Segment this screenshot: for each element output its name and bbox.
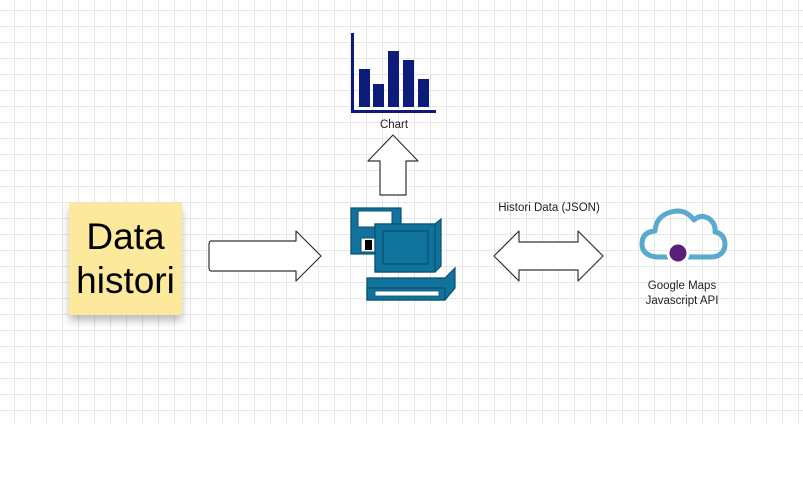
arrow-bidirectional-shape[interactable] — [492, 228, 606, 286]
chart-label: Chart — [379, 119, 409, 131]
computer-icon[interactable] — [349, 206, 459, 306]
arrow-up-shape[interactable] — [366, 134, 420, 198]
data-histori-note[interactable]: Data histori — [69, 203, 182, 315]
monitor-screen — [382, 230, 429, 265]
chart-bar-4 — [403, 60, 414, 107]
api-label-line-1: Google Maps — [647, 280, 717, 292]
chart-axis-vertical — [351, 33, 354, 113]
chart-axis-horizontal — [351, 110, 436, 113]
arrow-right-shape[interactable] — [208, 229, 324, 285]
chart-bar-3 — [388, 51, 399, 107]
api-label: Google Maps Javascript API — [630, 279, 734, 309]
chart-bar-1 — [359, 69, 370, 107]
connection-label: Histori Data (JSON) — [498, 202, 600, 214]
cloud-dot — [666, 241, 690, 265]
floppy-slot — [365, 240, 372, 250]
note-line-1: Data — [86, 216, 165, 257]
keyboard-strip — [374, 290, 440, 297]
cloud-api-icon[interactable] — [638, 202, 728, 272]
chart-bar-5 — [418, 79, 429, 107]
chart-bar-2 — [373, 84, 384, 107]
api-label-line-2: Javascript API — [645, 295, 719, 307]
bar-chart-icon[interactable] — [351, 33, 437, 115]
note-line-2: histori — [76, 260, 175, 301]
